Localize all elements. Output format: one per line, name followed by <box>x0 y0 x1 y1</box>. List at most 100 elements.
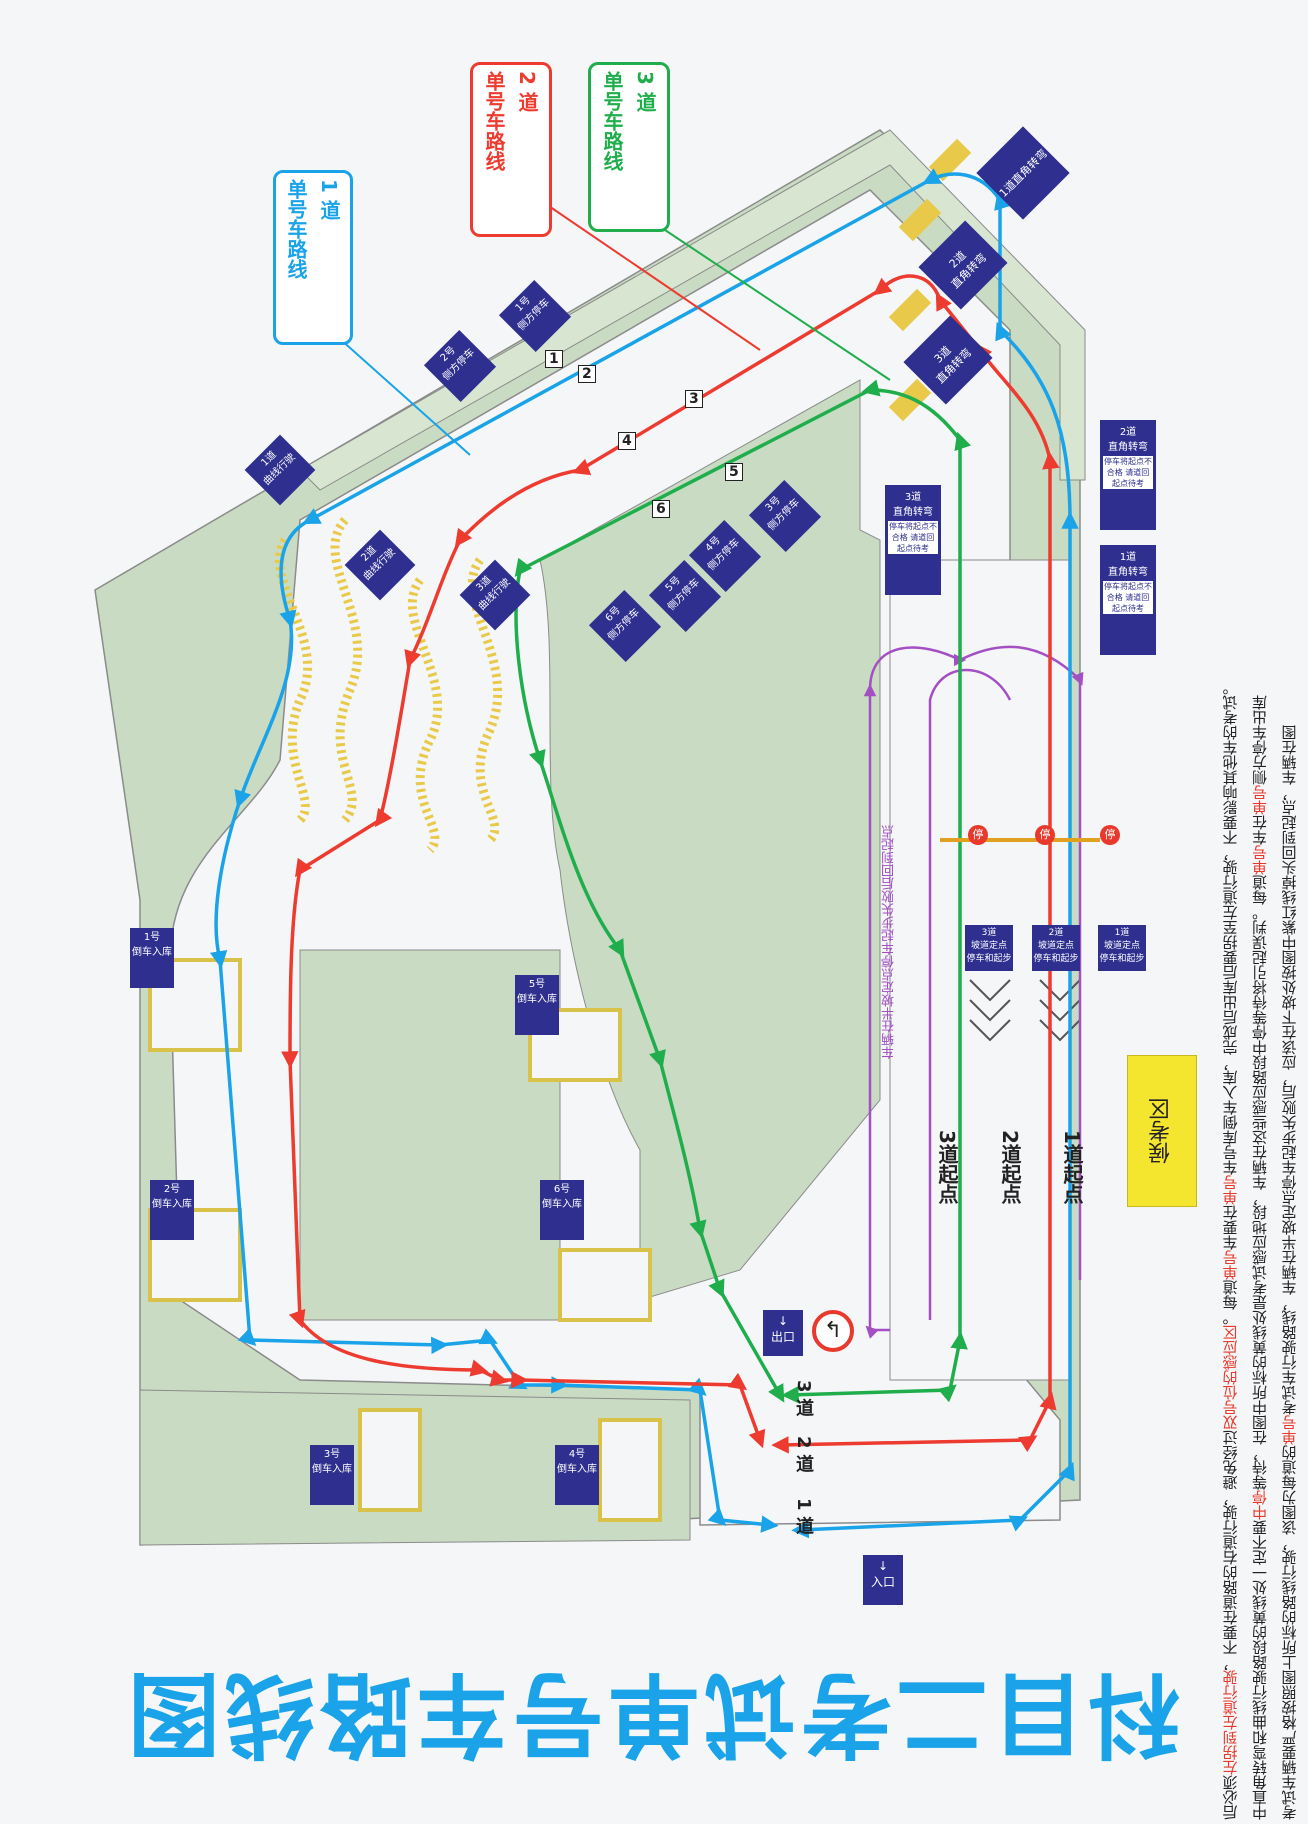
stop-sign-1: 停 <box>1100 825 1120 845</box>
instruction-highlight: 单号 <box>1251 785 1269 815</box>
slot-number-4: 4 <box>618 432 636 450</box>
instruction-text: 车要在 <box>1221 1205 1240 1250</box>
sign-hill-1: 1道坡道定点停车和起步 <box>1098 925 1146 971</box>
side-3-note: 停车将起点不合格 请道回起点待考 <box>888 521 938 554</box>
entrance-sign: ↓ 入口 <box>863 1555 903 1605</box>
slot-number-5: 5 <box>725 463 743 481</box>
sign-hill-3: 3道坡道定点停车和起步 <box>965 925 1013 971</box>
side-3-prefix: 3道 <box>904 492 922 503</box>
instruction-text: 后必须 <box>1221 1775 1240 1820</box>
stop-sign-3: 停 <box>968 825 988 845</box>
sign-right-turn-side-2: 2道 直角转弯 停车将起点不合格 请道回起点待考 <box>1100 420 1156 530</box>
start-label-1: 1道起点 <box>1060 1130 1084 1204</box>
waiting-area-label: 候考区 <box>1149 1098 1174 1164</box>
garage-6-t: 倒车入库 <box>542 1199 582 1210</box>
end-label-3: 3 道 <box>793 1380 814 1417</box>
side-2-prefix: 2道 <box>1119 427 1137 438</box>
side-3-label: 直角转弯 <box>893 507 933 518</box>
instructions: 考试车辆要严格按照图上所标的路线行驶，该图为每道的单号考试车行驶路线，车辆在半坡… <box>1200 40 1300 1820</box>
waiting-area: 候考区 <box>1127 1055 1197 1207</box>
instruction-text: 侧方停车出库 <box>1251 695 1269 785</box>
entrance-label: 入口 <box>870 1575 895 1589</box>
garage-4-t: 倒车入库 <box>557 1464 597 1475</box>
garage-3-n: 3号 <box>323 1449 341 1460</box>
end-label-2: 2 道 <box>793 1436 814 1473</box>
garage-2-t: 倒车入库 <box>152 1199 192 1210</box>
sign-garage-3: 3号倒车入库 <box>310 1445 354 1505</box>
slot-number-1: 1 <box>545 350 563 368</box>
instruction-text: 考试车辆要严格按照图上所标的路线行驶，该图为每道的 <box>1280 1445 1299 1820</box>
side-1-label: 直角转弯 <box>1108 567 1148 578</box>
sign-right-turn-side-1: 1道 直角转弯 停车将起点不合格 请道回起点待考 <box>1100 545 1156 655</box>
route-3-green <box>514 379 972 1404</box>
hill-1-t: 坡道定点 <box>1103 941 1140 951</box>
legend-3-title: 3 道 <box>633 71 657 112</box>
instruction-text: 。每道 <box>1221 1280 1240 1325</box>
entrance-arrow-icon: ↓ <box>877 1559 889 1573</box>
legend-box-1: 1 道 单号车路线 <box>273 170 353 345</box>
side-2-label: 直角转弯 <box>1108 442 1148 453</box>
page-title: 科目二考试单号车路线图 <box>123 1660 1180 1767</box>
legend-pointers <box>329 199 891 456</box>
garage-5-n: 5号 <box>528 979 546 990</box>
exit-sign: ↓ 出口 <box>763 1310 803 1356</box>
instruction-text: 等待，在图中所标的黄线处是考试感应地段，车辆在这些感应路段中停等待将引起误判。每… <box>1251 875 1269 1490</box>
instruction-highlight: 中停 <box>1251 1490 1269 1520</box>
garage-5-t: 倒车入库 <box>517 994 557 1005</box>
instruction-highlight: 单号 <box>1251 845 1269 875</box>
side-1-note: 停车将起点不合格 请道回起点待考 <box>1103 581 1153 614</box>
garage-1-t: 倒车入库 <box>132 947 172 958</box>
garage-1-n: 1号 <box>143 932 161 943</box>
sign-garage-1: 1号倒车入库 <box>130 928 174 988</box>
stop-sign-2: 停 <box>1035 825 1055 845</box>
instruction-text: 车号库倒车入库，完成后出库后要拐至左道行驶，不要影响其他车的考试。 <box>1221 680 1240 1175</box>
side-1-prefix: 1道 <box>1119 552 1137 563</box>
exit-arrow-icon: ↓ <box>777 1314 789 1328</box>
instruction-line-3: 后必须左拐到左道行驶，不要在道路的右道行驶，避免经过双号位的感应区。每道单号车要… <box>1222 40 1242 1820</box>
garage-2-n: 2号 <box>163 1184 181 1195</box>
hill-1-t2: 停车和起步 <box>1099 954 1145 964</box>
legend-2-title: 2 道 <box>515 71 539 112</box>
slot-number-6: 6 <box>652 500 670 518</box>
reset-note: 车辆在半坡定点停车起步失败后回到起点 <box>882 825 897 1059</box>
sign-garage-2: 2号倒车入库 <box>150 1180 194 1240</box>
hill-2-n: 2道 <box>1048 928 1064 938</box>
slot-number-3: 3 <box>685 390 703 408</box>
sign-right-turn-1-label: 直角转弯 <box>1009 146 1050 188</box>
garage-4-n: 4号 <box>568 1449 586 1460</box>
sign-right-turn-side-3: 3道 直角转弯 停车将起点不合格 请道回起点待考 <box>885 485 941 595</box>
hill-2-t2: 停车和起步 <box>1033 954 1079 964</box>
instruction-highlight: 左拐到左道行驶 <box>1221 1670 1240 1775</box>
hill-3-t2: 停车和起步 <box>966 954 1012 964</box>
instruction-line-2: 中直角转弯和曲线行驶路段的黄线处一定不要中停等待，在图中所标的黄线处是考试感应地… <box>1251 40 1271 1820</box>
instruction-text: 中直角转弯和曲线行驶路段的黄线处一定不要 <box>1251 1520 1269 1820</box>
start-label-3: 3道起点 <box>935 1130 959 1204</box>
instruction-highlight: 双号位的感应区 <box>1221 1325 1240 1430</box>
instruction-highlight: 单号 <box>1221 1250 1240 1280</box>
sign-garage-5: 5号倒车入库 <box>515 975 559 1035</box>
sign-hill-2: 2道坡道定点停车和起步 <box>1032 925 1080 971</box>
sign-garage-6: 6号倒车入库 <box>540 1180 584 1240</box>
garage-3-t: 倒车入库 <box>312 1464 352 1475</box>
legend-3-line: 单号车路线 <box>600 71 624 171</box>
exit-label: 出口 <box>770 1330 795 1344</box>
legend-box-2: 2 道 单号车路线 <box>470 62 552 237</box>
instruction-line-1: 考试车辆要严格按照图上所标的路线行驶，该图为每道的单号考试车行驶路线，车辆在半坡… <box>1281 40 1301 1820</box>
hill-1-n: 1道 <box>1114 928 1130 938</box>
slot-number-2: 2 <box>578 365 596 383</box>
end-label-1: 1 道 <box>793 1498 814 1535</box>
side-2-note: 停车将起点不合格 请道回起点待考 <box>1103 456 1153 489</box>
instruction-highlight: 单号 <box>1280 1415 1299 1445</box>
instruction-highlight: 单号 <box>1221 1175 1240 1205</box>
garage-6-n: 6号 <box>553 1184 571 1195</box>
instruction-text: 车在 <box>1251 815 1269 845</box>
sign-garage-4: 4号倒车入库 <box>555 1445 599 1505</box>
no-left-turn-icon: ↰ <box>812 1310 854 1352</box>
legend-box-3: 3 道 单号车路线 <box>588 62 670 232</box>
start-label-2: 2道起点 <box>998 1130 1022 1204</box>
legend-2-line: 单号车路线 <box>482 71 506 171</box>
instruction-text: 考试车行驶路线，车辆在半坡定点停车起步失败后，应该在下坡处按图中紫红线掉头回到起… <box>1280 725 1299 1415</box>
hill-3-t: 坡道定点 <box>970 941 1007 951</box>
legend-1-line: 单号车路线 <box>284 179 308 279</box>
hill-3-n: 3道 <box>981 928 997 938</box>
